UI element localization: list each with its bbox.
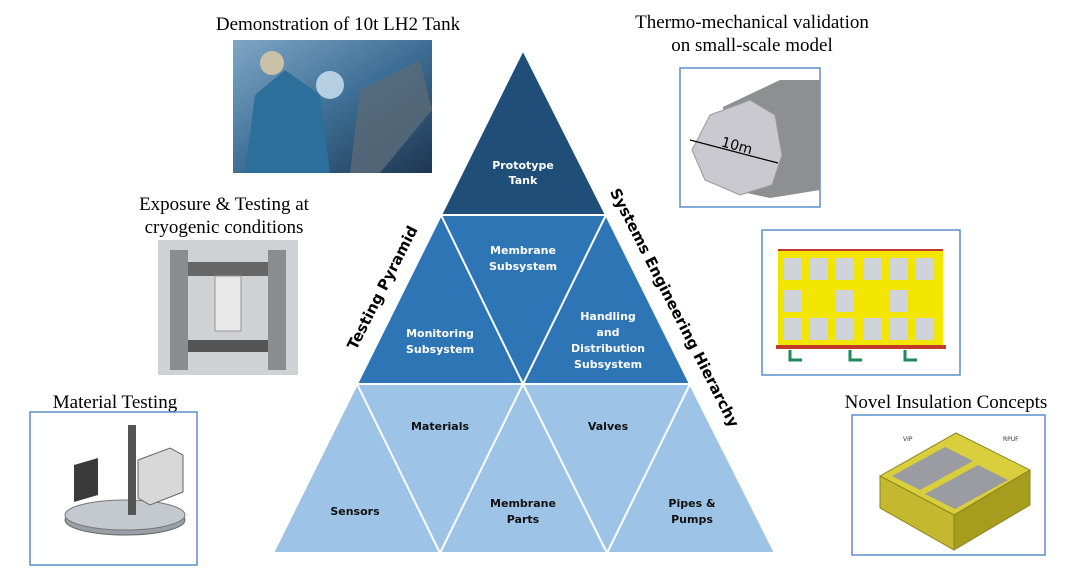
cell-pipes-pumps: Pipes &Pumps (668, 497, 716, 526)
material-test-render (29, 411, 198, 566)
pyramid (271, 47, 777, 554)
dimension-label: 10m (719, 135, 754, 159)
octagonal-tank-model: 10m (679, 67, 821, 208)
caption-material: Material Testing (53, 392, 178, 413)
wall-cross-section (761, 229, 961, 376)
cell-valves: Valves (588, 420, 629, 433)
caption-demo: Demonstration of 10t LH2 Tank (216, 14, 461, 35)
cell-materials: Materials (411, 420, 469, 433)
tier-top (439, 47, 608, 216)
rpuf-label: RPUF (1003, 436, 1019, 443)
tank-demo-photo (233, 40, 432, 173)
cryogenic-test-photo (158, 240, 298, 375)
caption-insulation: Novel Insulation Concepts (845, 392, 1048, 413)
tier-bottom (271, 383, 777, 554)
cell-sensors: Sensors (330, 505, 380, 518)
vip-label: VIP (903, 436, 913, 443)
insulation-concept-render: VIP RPUF (851, 414, 1046, 556)
